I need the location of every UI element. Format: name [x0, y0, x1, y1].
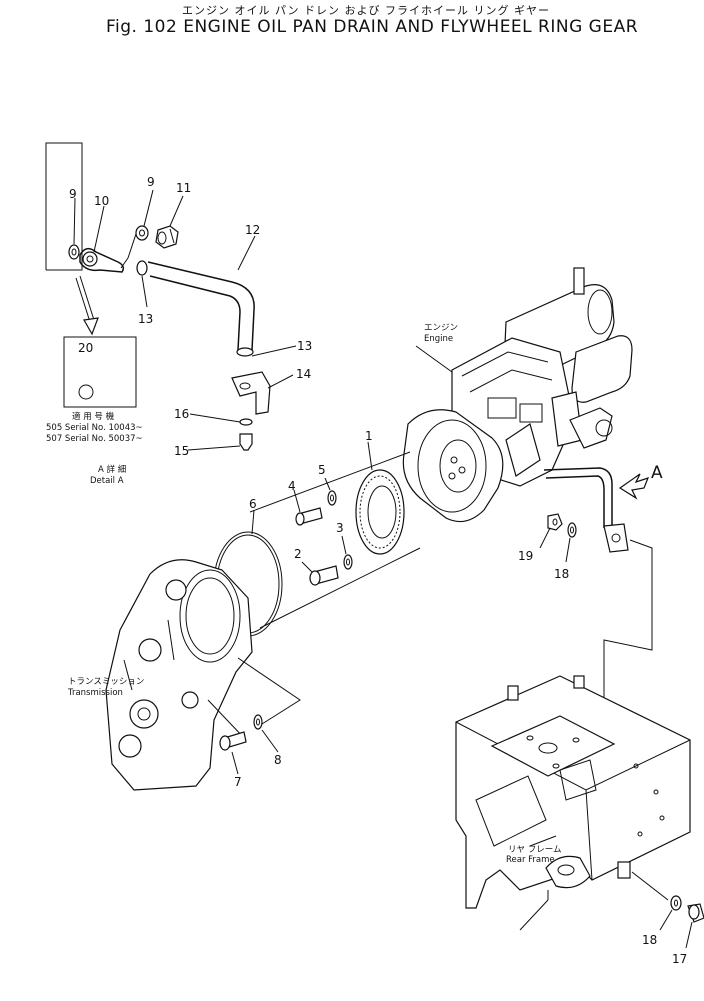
o-ring-part20 [78, 384, 94, 400]
washer-part9-left [68, 244, 80, 260]
frame-top-plate [490, 715, 616, 777]
fuel-filter [505, 423, 541, 477]
callout-9-right: 9 [147, 175, 155, 189]
washer-part18-upper [567, 522, 577, 538]
bolt-part7 [219, 731, 247, 751]
frame-leader [529, 835, 557, 847]
bolt-head-part10 [82, 251, 98, 267]
callout-17: 17 [672, 952, 687, 966]
callout-18-lower: 18 [642, 933, 657, 947]
pipe-clip [603, 523, 629, 553]
drain-hose-part12 [147, 261, 255, 351]
bolt-part2 [309, 565, 339, 586]
clamp-part13-upper [136, 260, 148, 276]
title-english: Fig. 102 ENGINE OIL PAN DRAIN AND FLYWHE… [106, 17, 638, 37]
bolt-part17 [687, 903, 704, 923]
flywheel-housing [402, 409, 504, 523]
callout-14: 14 [296, 367, 311, 381]
callout-20: 20 [78, 341, 93, 355]
bolt-part4 [295, 507, 323, 526]
serial-507: 507 Serial No. 50037~ [46, 434, 143, 444]
washer-part5 [327, 490, 337, 506]
engine-label-en: Engine [424, 334, 453, 344]
transmission [105, 559, 253, 791]
callout-6: 6 [249, 497, 257, 511]
serial-505: 505 Serial No. 10043~ [46, 423, 143, 433]
title-japanese: エンジン オイル パン ドレン および フライホイール リング ギヤー [182, 3, 550, 17]
serial-heading: 適 用 号 機 [72, 411, 115, 422]
callout-18-upper: 18 [554, 567, 569, 581]
washer-part3 [343, 554, 353, 570]
callout-13-lower: 13 [297, 339, 312, 353]
frame-hook [545, 855, 591, 889]
elbow-fitting-part10 [79, 247, 125, 273]
callout-4: 4 [288, 479, 296, 493]
callout-5: 5 [318, 463, 326, 477]
callout-16: 16 [174, 407, 189, 421]
detail-label-en: Detail A [90, 476, 124, 486]
detail-a-inset [45, 142, 271, 451]
transmission-label-en: Transmission [67, 688, 123, 698]
callout-10: 10 [94, 194, 109, 208]
callout-7: 7 [234, 775, 242, 789]
washer-part18-lower [670, 895, 682, 911]
callout-1: 1 [365, 429, 373, 443]
callout-15: 15 [174, 444, 189, 458]
callout-19: 19 [518, 549, 533, 563]
engine-drain-pipe [543, 467, 613, 528]
rear-frame-label-en: Rear Frame [506, 855, 555, 865]
callout-9-left: 9 [69, 187, 77, 201]
callout-8: 8 [274, 753, 282, 767]
view-a-arrow [618, 473, 650, 500]
washer-part8 [253, 714, 263, 730]
engine-assembly [402, 267, 633, 553]
engine-label-jp: エンジン [424, 323, 458, 333]
view-a-label: A [651, 463, 663, 483]
washer-part16 [239, 418, 253, 426]
fitting-part11 [155, 225, 179, 249]
clamp-part13-lower [236, 347, 254, 357]
washer-part9-right [135, 225, 149, 241]
engine-leader [415, 345, 453, 373]
detail-label-jp: A 詳 細 [98, 464, 126, 475]
callout-11: 11 [176, 181, 191, 195]
drain-plug-part15 [239, 433, 253, 451]
rear-frame-label-jp: リヤ フレーム [508, 845, 561, 855]
nut-part19 [547, 513, 563, 531]
transmission-label-jp: トランスミッション [68, 677, 144, 687]
callout-13-upper: 13 [138, 312, 153, 326]
alignment-lines [249, 451, 421, 629]
bracket-part14 [231, 371, 271, 415]
detail-arrow [83, 317, 99, 336]
part20-box [63, 336, 137, 408]
flywheel [417, 419, 487, 513]
rear-frame [455, 675, 691, 909]
callout-12: 12 [245, 223, 260, 237]
detail-callout-lines [73, 189, 297, 451]
exhaust-stack [573, 267, 585, 295]
callout-3: 3 [336, 521, 344, 535]
ring-gear-part1 [355, 469, 405, 555]
callout-2: 2 [294, 547, 302, 561]
frame-clip [617, 861, 631, 879]
